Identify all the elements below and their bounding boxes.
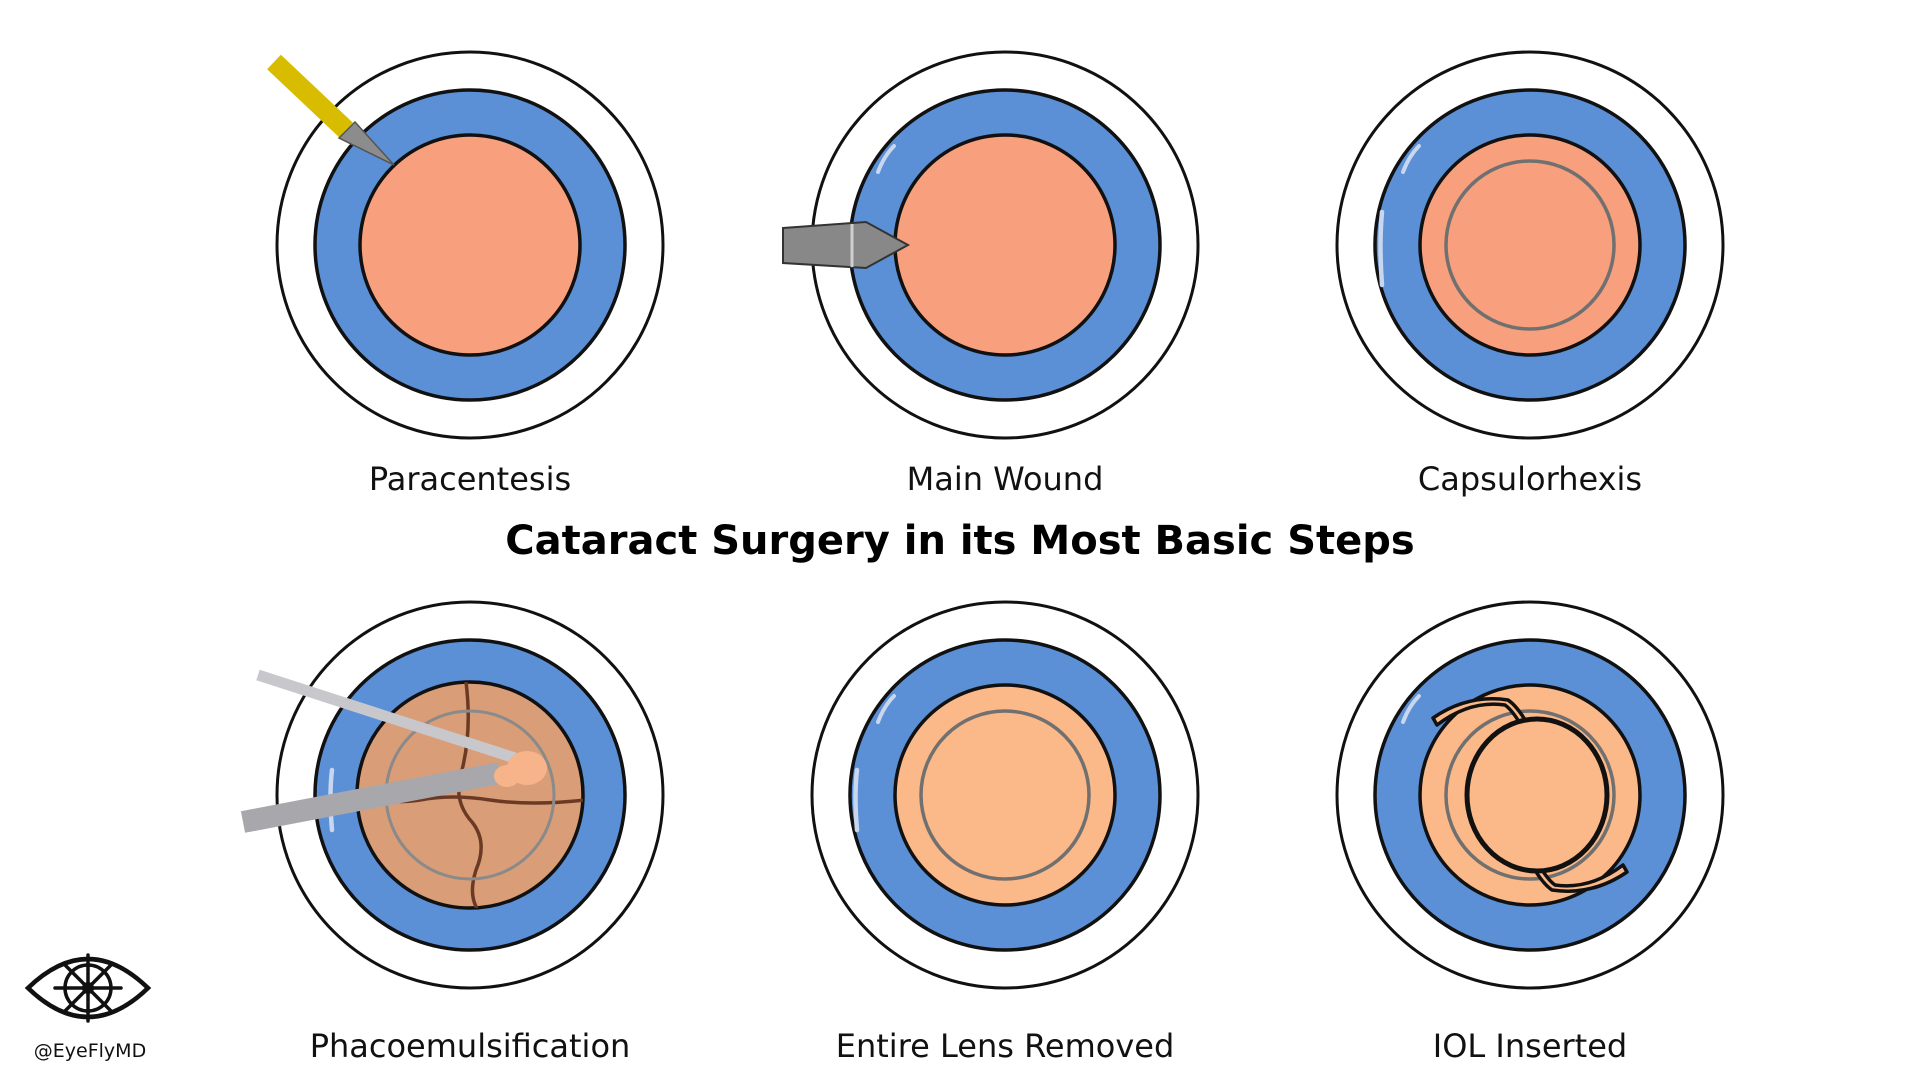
keratome-blade xyxy=(782,220,911,270)
eye-phacoemulsification xyxy=(275,600,665,990)
eye-main-wound xyxy=(810,50,1200,440)
cataract-lens xyxy=(893,133,1117,357)
paracentesis-incision-mark xyxy=(876,144,896,174)
main-incision-mark xyxy=(1378,209,1385,288)
chopper-instrument xyxy=(256,669,517,764)
capsulorhexis-ring xyxy=(919,709,1091,881)
phaco-instruments xyxy=(240,669,547,833)
diagram-title: Cataract Surgery in its Most Basic Steps xyxy=(505,518,1415,564)
eye-lens-removed xyxy=(810,600,1200,990)
intraocular-lens xyxy=(1431,697,1629,893)
capsulorhexis-ring xyxy=(1444,709,1616,881)
keratome xyxy=(782,220,911,270)
step-label-lens-removed: Entire Lens Removed xyxy=(835,1027,1175,1065)
brand-handle: @EyeFlyMD xyxy=(33,1040,147,1062)
paracentesis-blade xyxy=(267,54,395,166)
paracentesis-incision-mark xyxy=(1401,144,1421,174)
step-label-capsulorhexis: Capsulorhexis xyxy=(1417,460,1643,498)
clear-capsule xyxy=(893,683,1117,907)
eye-iol-inserted xyxy=(1335,600,1725,990)
main-incision-mark xyxy=(853,767,860,833)
paracentesis-incision-mark xyxy=(876,694,896,724)
step-label-phacoemulsification: Phacoemulsification xyxy=(309,1027,631,1065)
step-label-main-wound: Main Wound xyxy=(906,460,1104,498)
cataract-lens xyxy=(358,133,582,357)
blade-tip xyxy=(337,120,395,166)
phaco-probe xyxy=(240,762,503,833)
paracentesis-incision-mark xyxy=(1401,694,1421,724)
capsulorhexis-ring xyxy=(1444,159,1616,331)
iol-optic xyxy=(1464,716,1610,874)
eye-capsulorhexis xyxy=(1335,50,1725,440)
blade-handle xyxy=(267,54,353,138)
cataract-lens xyxy=(1418,133,1642,357)
step-label-iol-inserted: IOL Inserted xyxy=(1432,1027,1628,1065)
step-label-paracentesis: Paracentesis xyxy=(368,460,572,498)
eye-ship-wheel-icon xyxy=(24,953,152,1023)
